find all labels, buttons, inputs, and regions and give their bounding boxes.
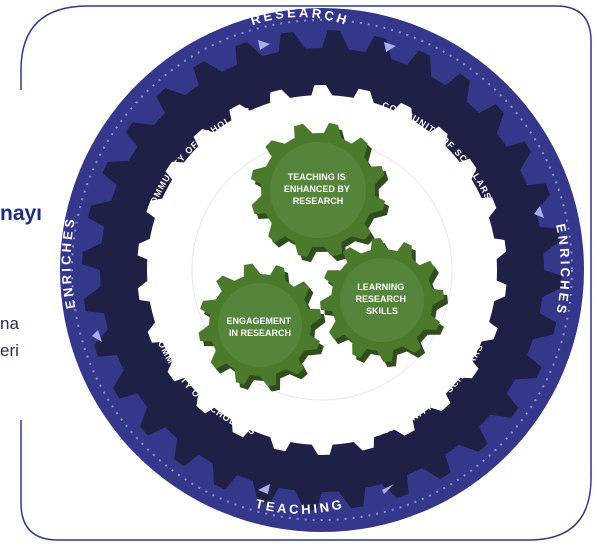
card-border-upper-left (20, 5, 89, 90)
gear-learning-line-1: LEARNING (357, 282, 404, 292)
gear-engagement-line-1: ENGAGEMENT (226, 316, 291, 326)
outer-ring-dotted-track (71, 19, 573, 521)
side-body-fragment-2: eri (0, 341, 19, 360)
gear-teaching-line-3: RESEARCH (293, 196, 344, 206)
ring-arrow-right (534, 206, 544, 218)
gear-teaching-hub (270, 142, 366, 238)
gear-learning-line-3: SKILLS (366, 306, 398, 316)
gear-teaching-line-2: ENHANCED BY (284, 184, 350, 194)
side-heading-fragment: nayı (0, 202, 43, 225)
gear-learning-line-2: RESEARCH (355, 294, 406, 304)
gear-learning-hub (340, 258, 424, 342)
gear-engagement-in-research (198, 263, 326, 392)
card-border (20, 5, 592, 541)
ring-label-teaching: TEACHING (254, 496, 346, 517)
side-body-fragment-1: na (0, 314, 19, 333)
ring-arrow-bottom-right (382, 484, 394, 494)
gear-engagement-line-2: IN RESEARCH (229, 328, 291, 338)
ring-arrow-top-right (384, 42, 396, 52)
ring-arrow-left (92, 330, 102, 342)
ring-arrow-bottom-left (258, 484, 270, 494)
gear-teaching-label: TEACHING IS ENHANCED BY RESEARCH (284, 172, 352, 206)
gear-engagement-label: ENGAGEMENT IN RESEARCH (226, 316, 293, 338)
gear-learning-label: LEARNING RESEARCH SKILLS (355, 282, 408, 316)
ring-label-enriches-left: ENRICHES (58, 215, 78, 310)
ring-arrow-top-left (258, 40, 270, 50)
ring-label-enriches-right: ENRICHES (553, 222, 573, 317)
gear-teaching-line-1: TEACHING IS (288, 172, 346, 182)
gear-engagement-hub (218, 283, 302, 367)
gear-teaching-enhanced (250, 122, 390, 263)
gear-learning-research-skills (320, 238, 448, 367)
